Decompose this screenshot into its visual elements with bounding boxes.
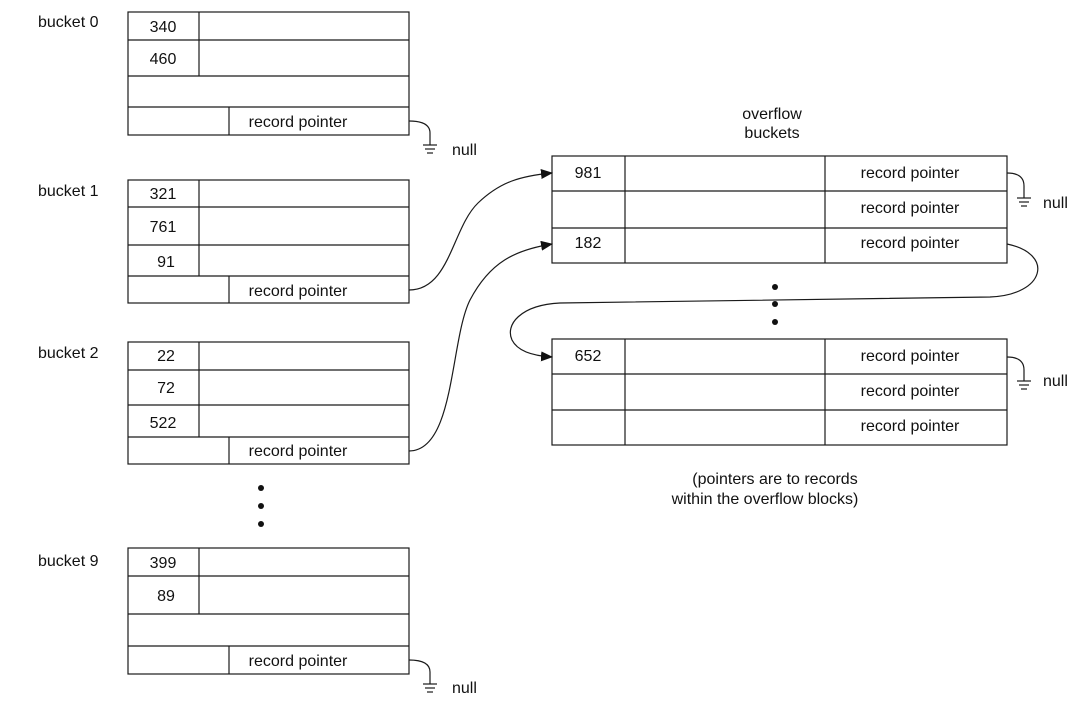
bucket-frame xyxy=(127,547,410,675)
key-cell: 460 xyxy=(150,51,177,68)
bucket-label: bucket 2 xyxy=(38,345,99,362)
null-label: null xyxy=(1043,373,1068,390)
record-pointer-label: record pointer xyxy=(249,114,348,131)
key-cell: 522 xyxy=(150,415,177,432)
arrow-bucket2-to-overflow xyxy=(408,240,553,452)
record-pointer-label: record pointer xyxy=(249,443,348,460)
ellipsis-icon xyxy=(258,485,264,527)
ground-null-icon xyxy=(423,683,437,693)
ground-null-icon xyxy=(1017,197,1031,207)
bucket-label: bucket 1 xyxy=(38,183,99,200)
arrow-overflow-chain xyxy=(509,243,1039,362)
key-cell: 652 xyxy=(575,348,602,365)
record-pointer-label: record pointer xyxy=(861,165,960,182)
bucket-1: bucket 1 321 761 91 record pointer xyxy=(38,179,410,304)
overflow-title-line1: overflow xyxy=(742,106,802,123)
record-pointer-label: record pointer xyxy=(249,283,348,300)
key-cell: 399 xyxy=(150,555,177,572)
bucket-label: bucket 9 xyxy=(38,553,99,570)
key-cell: 761 xyxy=(150,219,177,236)
key-cell: 22 xyxy=(157,348,175,365)
overflow-frame xyxy=(551,338,1008,446)
bucket-label: bucket 0 xyxy=(38,14,99,31)
overflow-frame xyxy=(551,155,1008,264)
null-label: null xyxy=(1043,195,1068,212)
bucket-frame xyxy=(127,179,410,304)
ellipsis-icon xyxy=(772,284,778,325)
key-cell: 89 xyxy=(157,588,175,605)
record-pointer-label: record pointer xyxy=(861,348,960,365)
record-pointer-label: record pointer xyxy=(861,235,960,252)
key-cell: 72 xyxy=(157,380,175,397)
record-pointer-label: record pointer xyxy=(249,653,348,670)
record-pointer-label: record pointer xyxy=(861,418,960,435)
bucket-2: bucket 2 22 72 522 record pointer xyxy=(38,341,410,465)
key-cell: 321 xyxy=(150,186,177,203)
key-cell: 182 xyxy=(575,235,602,252)
ground-null-icon xyxy=(423,144,437,154)
arrow-bucket1-to-overflow xyxy=(408,169,553,291)
key-cell: 340 xyxy=(150,19,177,36)
key-cell: 91 xyxy=(157,254,175,271)
bucket-0: bucket 0 340 460 record pointer null xyxy=(38,11,477,159)
overflow-block-1: 981 182 record pointer record pointer re… xyxy=(551,155,1068,264)
bucket-frame xyxy=(127,341,410,465)
overflow-block-2: 652 record pointer record pointer record… xyxy=(551,338,1068,446)
bucket-frame xyxy=(127,11,410,136)
record-pointer-label: record pointer xyxy=(861,383,960,400)
null-label: null xyxy=(452,142,477,159)
overflow-note-line1: (pointers are to records xyxy=(692,471,857,488)
bucket-9: bucket 9 399 89 record pointer null xyxy=(38,547,477,697)
null-label: null xyxy=(452,680,477,697)
key-cell: 981 xyxy=(575,165,602,182)
ground-null-icon xyxy=(1017,380,1031,390)
record-pointer-label: record pointer xyxy=(861,200,960,217)
overflow-title-line2: buckets xyxy=(744,125,799,142)
overflow-note-line2: within the overflow blocks) xyxy=(671,491,859,508)
